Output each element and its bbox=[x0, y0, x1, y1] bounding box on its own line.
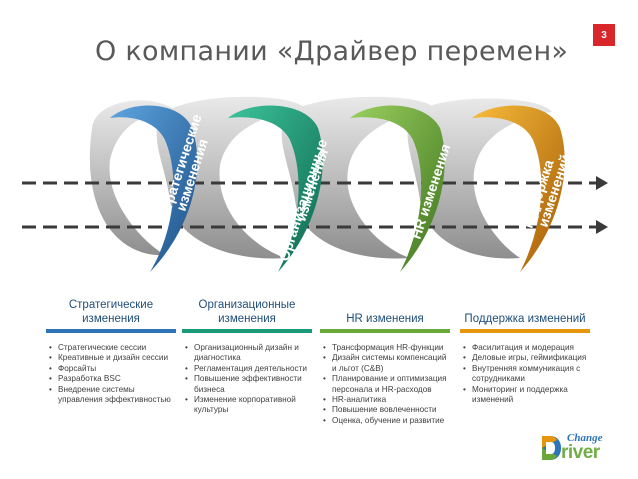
column-bar bbox=[46, 329, 176, 333]
column-list: Организационный дизайн и диагностика Рег… bbox=[182, 343, 312, 416]
list-item: Разработка BSC bbox=[49, 374, 176, 385]
list-item: HR-аналитика bbox=[323, 395, 450, 406]
list-item: Форсайты bbox=[49, 364, 176, 375]
list-item: Повышение эффективности бизнеса bbox=[185, 374, 312, 395]
column-organizational: Организационные изменения Организационны… bbox=[182, 296, 312, 416]
list-item: Деловые игры, геймификация bbox=[463, 353, 590, 364]
logo-word-river: river bbox=[561, 442, 600, 463]
list-item: Креативные и дизайн сессии bbox=[49, 353, 176, 364]
column-bar bbox=[182, 329, 312, 333]
list-item: Трансформация HR-функции bbox=[323, 343, 450, 354]
column-heading: Стратегические изменения bbox=[68, 299, 154, 325]
list-item: Дизайн системы компенсаций и льгот (C&B) bbox=[323, 353, 450, 374]
column-list: Трансформация HR-функции Дизайн системы … bbox=[320, 343, 450, 427]
list-item: Изменение корпоративной культуры bbox=[185, 395, 312, 416]
logo-word-change: Change bbox=[567, 432, 603, 444]
column-heading: HR изменения bbox=[346, 313, 424, 325]
list-item: Оценка, обучение и развитие bbox=[323, 416, 450, 427]
slide-title: О компании «Драйвер перемен» bbox=[95, 36, 569, 67]
list-item: Организационный дизайн и диагностика bbox=[185, 343, 312, 364]
change-driver-logo: Change river bbox=[540, 432, 620, 468]
column-heading: Поддержка изменений bbox=[464, 313, 586, 325]
list-item: Внедрение системы управления эффективнос… bbox=[49, 385, 176, 406]
column-bar bbox=[320, 329, 450, 333]
list-item: Планирование и оптимизация персонала и H… bbox=[323, 374, 450, 395]
list-item: Мониторинг и поддержка изменений bbox=[463, 385, 590, 406]
column-list: Стратегические сессии Креативные и дизай… bbox=[46, 343, 176, 405]
list-item: Регламентация деятельности bbox=[185, 364, 312, 375]
column-heading: Организационные изменения bbox=[198, 299, 296, 325]
change-rings-diagram: Стратегические изменения Организационные… bbox=[22, 96, 608, 273]
list-item: Стратегические сессии bbox=[49, 343, 176, 354]
column-list: Фасилитация и модерация Деловые игры, ге… bbox=[460, 343, 590, 405]
column-strategic: Стратегические изменения Стратегические … bbox=[46, 296, 176, 405]
column-bar bbox=[460, 329, 590, 333]
page-number: 3 bbox=[593, 24, 615, 46]
column-hr: HR изменения Трансформация HR-функции Ди… bbox=[320, 296, 450, 427]
column-support: Поддержка изменений Фасилитация и модера… bbox=[460, 296, 590, 405]
list-item: Фасилитация и модерация bbox=[463, 343, 590, 354]
list-item: Внутренняя коммуникация с сотрудниками bbox=[463, 364, 590, 385]
logo-d-icon bbox=[542, 436, 561, 460]
dashed-arrows bbox=[22, 176, 608, 234]
list-item: Повышение вовлеченности bbox=[323, 405, 450, 416]
